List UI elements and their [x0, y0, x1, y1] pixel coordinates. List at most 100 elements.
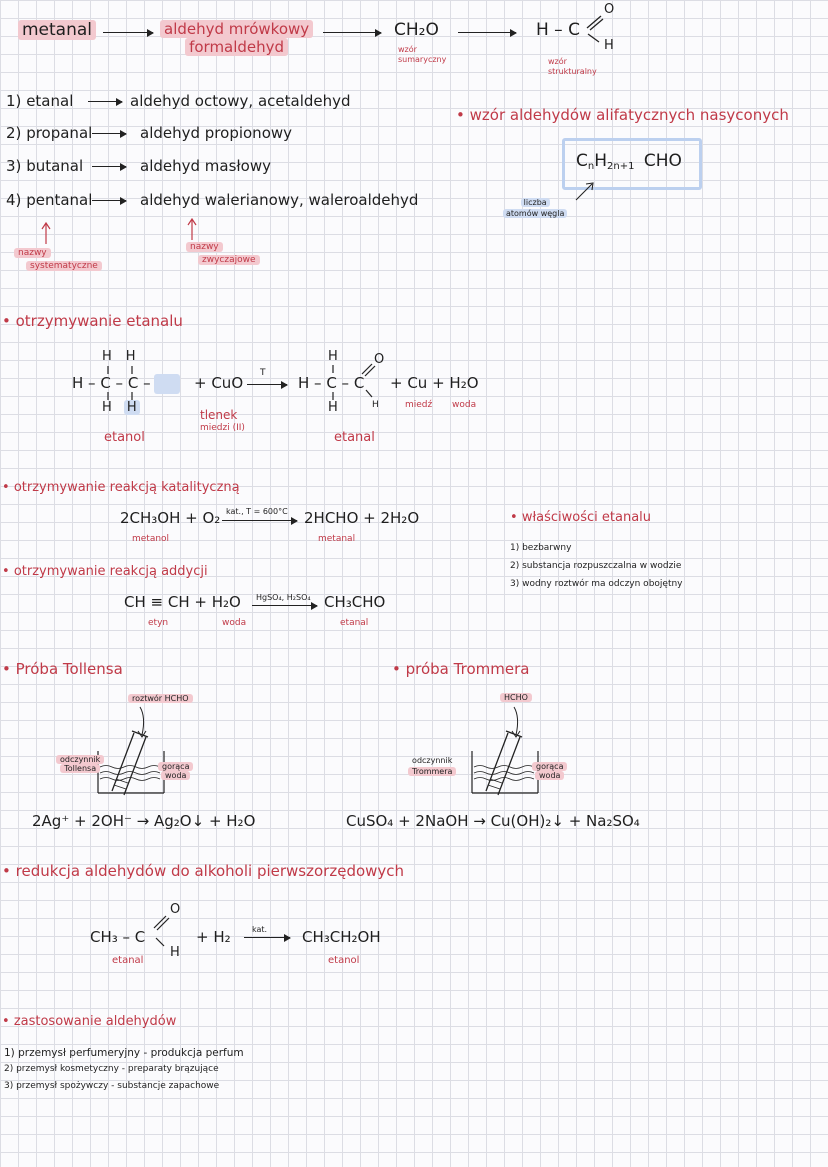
nazwy-systematyczne: nazwy systematyczne	[14, 247, 102, 273]
zastosowanie-heading: zastosowanie aldehydów	[2, 1014, 177, 1029]
list-result: aldehyd walerianowy, waleroaldehyd	[140, 191, 419, 209]
nazwy-zwyczajowe: nazwy zwyczajowe	[186, 241, 260, 267]
product-bottom-h: H	[328, 400, 338, 415]
product-h: H	[372, 400, 379, 410]
etanol-label: etanol	[104, 430, 145, 445]
miedz-label: miedź	[405, 400, 433, 410]
nazwy-zwycz-1: nazwy	[186, 242, 223, 252]
trommer-hcho: HCHO	[500, 693, 532, 702]
top-h-atoms: HH	[102, 349, 150, 364]
list-arrow	[88, 97, 123, 106]
list-item: 3) butanal	[6, 157, 83, 175]
plus-cuo: + CuO	[194, 374, 244, 392]
liczba-atomow: liczba atomów węgla	[503, 197, 568, 219]
formula-h: H	[594, 151, 608, 171]
etanal-label: etanal	[340, 618, 369, 628]
arrow-t-label: T	[260, 368, 266, 378]
nazwy-syst-1: nazwy	[14, 248, 51, 258]
zastosowanie-item: 1) przemysł perfumeryjny - produkcja per…	[4, 1047, 244, 1059]
list-num: 3)	[6, 157, 22, 175]
oh-highlight	[154, 374, 180, 394]
arrow-2	[323, 28, 382, 37]
addycji-right: CH₃CHO	[324, 593, 386, 611]
list-result: aldehyd propionowy	[140, 124, 293, 142]
product-top-h: H	[328, 349, 338, 364]
liczba-1: liczba	[520, 198, 550, 207]
structural-h: H	[604, 38, 614, 53]
arrow-1	[103, 28, 154, 37]
wlasciwosci-item: 2) substancja rozpuszczalna w wodzie	[510, 561, 682, 571]
trommer-equation: CuSO₄ + 2NaOH → Cu(OH)₂↓ + Na₂SO₄	[346, 812, 640, 830]
redukcja-left: CH₃ – C	[90, 928, 146, 946]
list-num: 1)	[6, 92, 22, 110]
tollens-odczynnik: odczynnik Tollensa	[56, 755, 105, 773]
bottom-h-atoms: H H	[102, 400, 140, 415]
list-name: propanal	[26, 124, 93, 142]
redukcja-etanol: etanol	[328, 955, 360, 966]
addycji-left: CH ≡ CH + H₂O	[124, 593, 241, 611]
metanol-label: metanol	[132, 534, 170, 544]
tollens-goraca-2: woda	[161, 771, 191, 780]
aldehyd-mrowkowy-text: aldehyd mrówkowy	[160, 20, 314, 38]
wlasciwosci-item: 3) wodny roztwór ma odczyn obojętny	[510, 579, 683, 589]
trommer-odczynnik-1: odczynnik	[412, 756, 453, 765]
formaldehyd-text: formaldehyd	[185, 38, 289, 56]
tollens-goraca: gorąca woda	[158, 762, 194, 780]
katalityczna-left: 2CH₃OH + O₂	[120, 509, 221, 527]
wzor-strukturalny-label: wzór strukturalny	[548, 57, 597, 77]
products-rest: + Cu + H₂O	[390, 374, 479, 392]
tlenek-label: tlenek miedzi (II)	[200, 409, 245, 434]
woda-label: woda	[222, 618, 247, 628]
formula-c: C	[576, 151, 588, 171]
redukcja-etanal: etanal	[112, 955, 144, 966]
tollens-odczynnik-1: odczynnik	[56, 755, 105, 764]
katalityczna-arrow-label: kat., T = 600°C	[226, 507, 288, 516]
formula-n: n	[587, 161, 595, 172]
redukcja-right: CH₃CH₂OH	[302, 928, 381, 946]
wlasciwosci-item: 1) bezbarwny	[510, 543, 572, 553]
trommer-hcho-text: HCHO	[500, 693, 532, 702]
tollens-heading: Próba Tollensa	[2, 660, 123, 678]
list-num: 2)	[6, 124, 22, 142]
liczba-2: atomów węgla	[503, 209, 568, 218]
trommer-odczynnik-2: Trommera	[408, 767, 457, 776]
liczba-arrow	[575, 182, 594, 201]
trommer-beaker-icon	[471, 706, 539, 796]
tollens-roztwor: roztwór HCHO	[128, 694, 193, 703]
wzor-strukturalny-1: wzór	[548, 57, 567, 66]
wzor-sumaryczny-label: wzór sumaryczny	[398, 45, 446, 65]
otrzymywanie-heading: otrzymywanie etanalu	[2, 312, 183, 330]
redukcja-arrow-label: kat.	[252, 925, 268, 934]
up-arrow-syst	[41, 221, 51, 244]
redukcja-h: H	[170, 945, 180, 960]
trommer-goraca-1: gorąca	[532, 762, 568, 771]
list-name: pentanal	[26, 191, 93, 209]
list-num: 4)	[6, 191, 22, 209]
arrow-3	[458, 28, 517, 37]
tollens-goraca-1: gorąca	[158, 762, 194, 771]
wlasciwosci-heading: właściwości etanalu	[510, 510, 651, 525]
reaction-arrow	[247, 380, 288, 389]
etanal-label: etanal	[334, 430, 375, 445]
general-formula-box	[562, 138, 702, 190]
tollens-equation: 2Ag⁺ + 2OH⁻ → Ag₂O↓ + H₂O	[32, 812, 256, 830]
wzor-sumaryczny-2: sumaryczny	[398, 55, 447, 64]
h-atom: H	[102, 400, 112, 415]
list-arrow	[92, 162, 127, 171]
addycji-heading: otrzymywanie reakcją addycji	[2, 564, 208, 579]
zastosowanie-item: 3) przemysł spożywczy - substancje zapac…	[4, 1081, 220, 1091]
ethanol-chain: H – C – C – OH	[72, 374, 179, 392]
redukcja-heading: redukcja aldehydów do alkoholi pierwszor…	[2, 862, 404, 880]
nazwy-zwycz-2: zwyczajowe	[198, 255, 260, 265]
tlenek-2: miedzi (II)	[200, 423, 245, 433]
katalityczna-right: 2HCHO + 2H₂O	[304, 509, 420, 527]
ethanal-chain: H – C – C	[298, 374, 365, 392]
list-arrow	[92, 129, 127, 138]
tollens-odczynnik-2: Tollensa	[60, 764, 101, 773]
trommer-goraca-2: woda	[535, 771, 565, 780]
ch2o-formula: CH₂O	[394, 20, 439, 40]
metanal-label: metanal	[318, 534, 356, 544]
aldehyd-mrowkowy: aldehyd mrówkowy formaldehyd	[160, 20, 314, 56]
general-formula: CnH2n+1 CHO	[576, 151, 682, 172]
etyn-label: etyn	[148, 618, 169, 628]
